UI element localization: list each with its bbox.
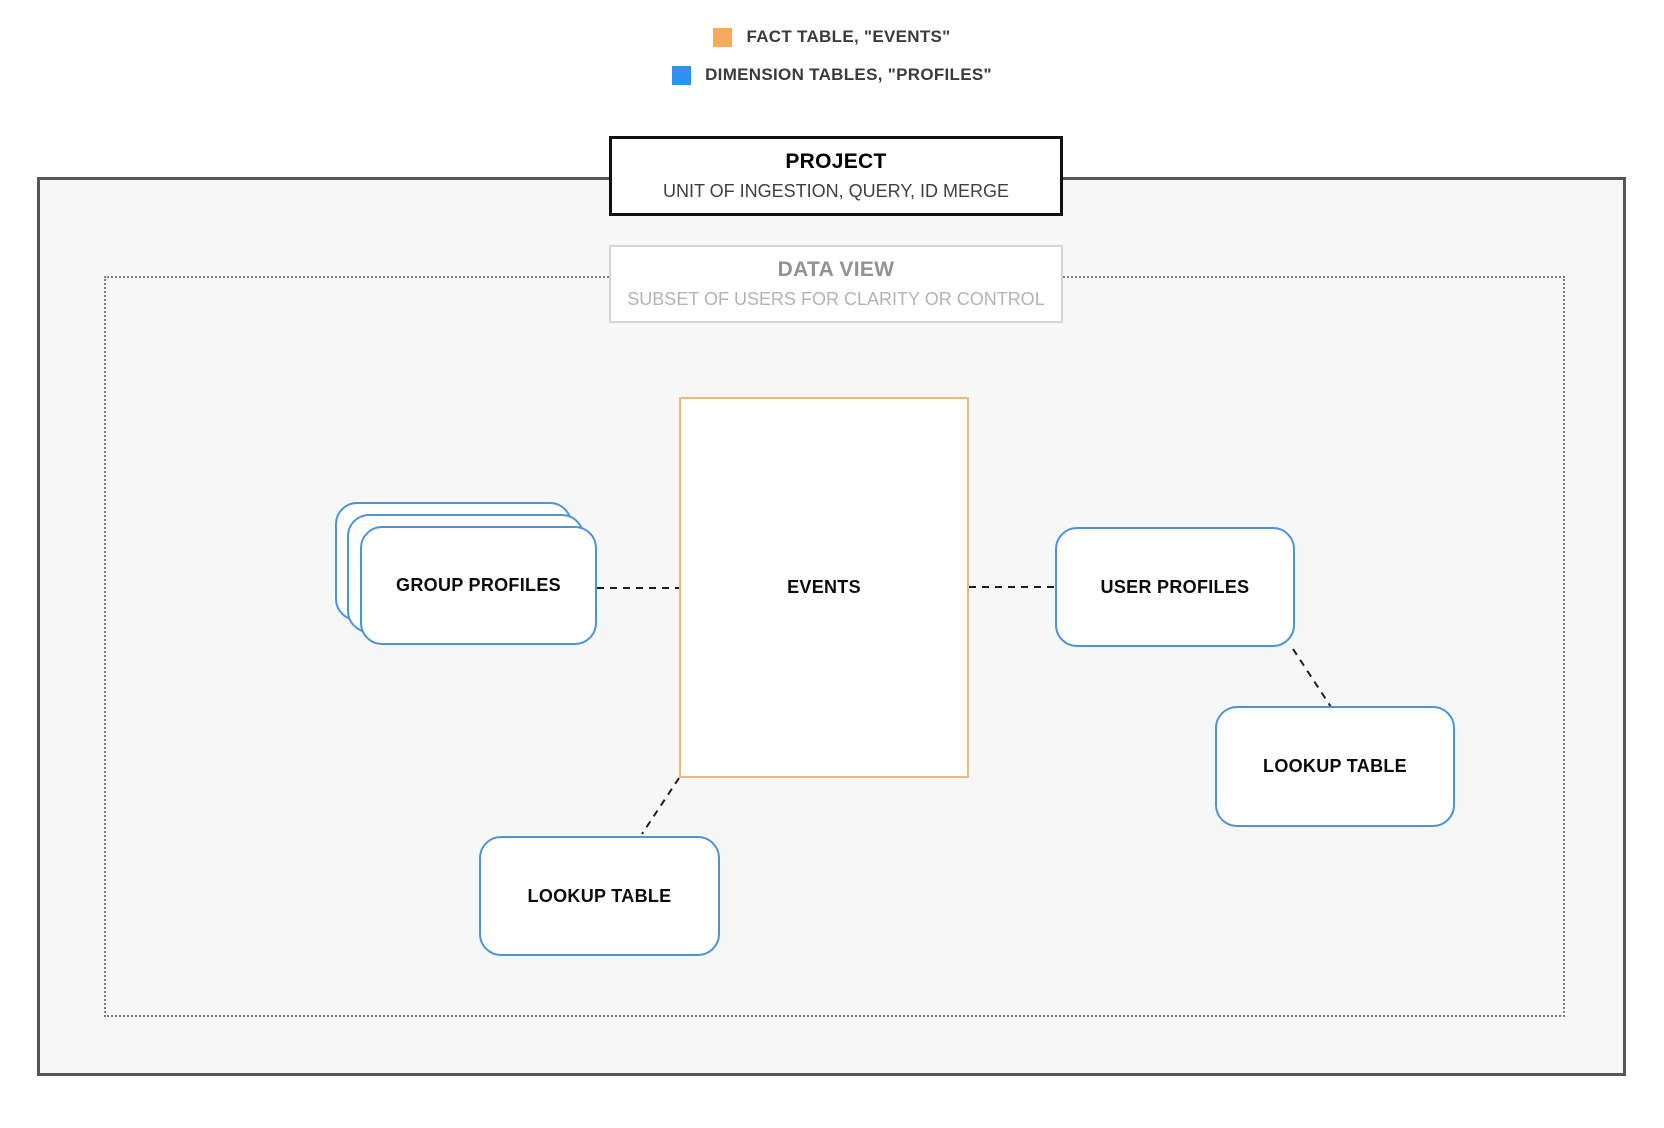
project-title: PROJECT [785, 150, 887, 173]
node-lookup-table-bottom-label: LOOKUP TABLE [527, 885, 672, 906]
node-lookup-table-right: LOOKUP TABLE [1215, 706, 1455, 827]
node-events-label: EVENTS [787, 577, 861, 597]
data-view-title-box: DATA VIEW SUBSET OF USERS FOR CLARITY OR… [609, 245, 1063, 323]
node-group-profiles-label: GROUP PROFILES [396, 575, 561, 595]
data-view-subtitle: SUBSET OF USERS FOR CLARITY OR CONTROL [627, 289, 1045, 309]
node-lookup-table-bottom: LOOKUP TABLE [479, 836, 720, 956]
project-subtitle: UNIT OF INGESTION, QUERY, ID MERGE [662, 181, 1010, 201]
legend-item-fact-table: FACT TABLE, "EVENTS" [713, 27, 950, 47]
node-lookup-table-right-label: LOOKUP TABLE [1263, 756, 1407, 776]
data-view-title: DATA VIEW [777, 258, 895, 281]
node-user-profiles: USER PROFILES [1055, 527, 1295, 647]
node-events: EVENTS [679, 397, 969, 778]
legend-item-dimension-tables: DIMENSION TABLES, "PROFILES" [672, 65, 992, 85]
node-group-profiles: GROUP PROFILES [360, 526, 597, 645]
legend-label: FACT TABLE, "EVENTS" [746, 27, 951, 46]
legend-label: DIMENSION TABLES, "PROFILES" [705, 65, 992, 84]
fact-table-swatch-icon [713, 27, 733, 47]
project-title-box: PROJECT UNIT OF INGESTION, QUERY, ID MER… [609, 136, 1063, 216]
node-user-profiles-label: USER PROFILES [1100, 576, 1250, 597]
legend: FACT TABLE, "EVENTS" DIMENSION TABLES, "… [0, 27, 1664, 85]
dimension-tables-swatch-icon [672, 65, 692, 85]
